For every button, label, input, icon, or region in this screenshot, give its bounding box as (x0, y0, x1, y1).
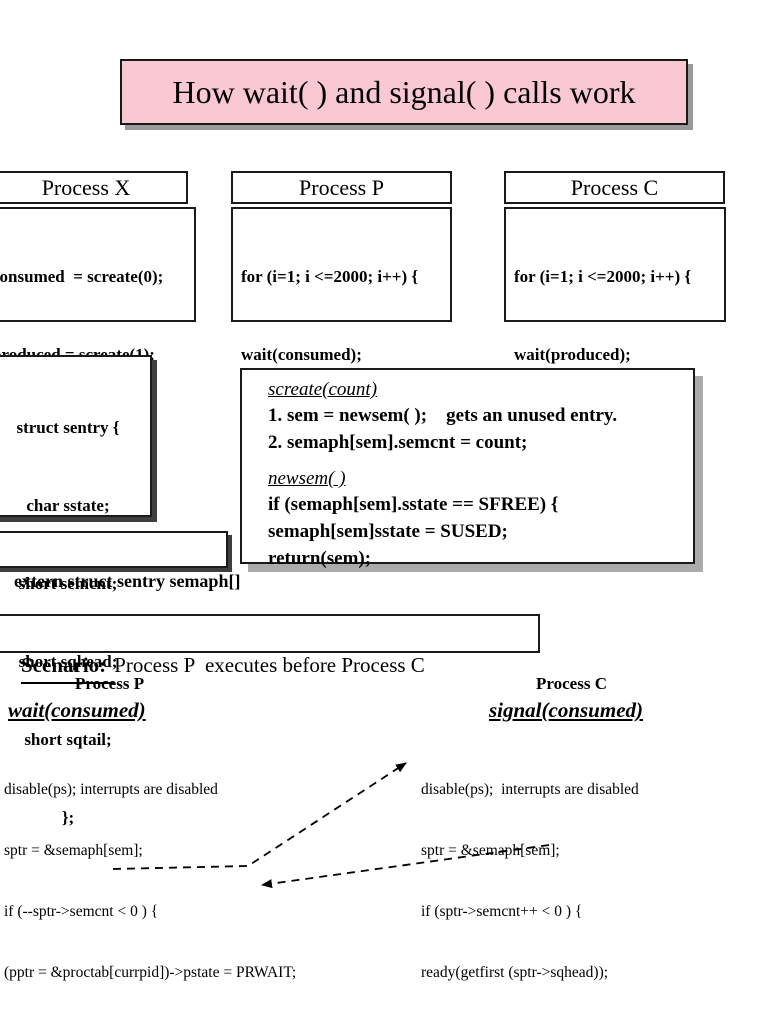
process-c-title: Process C (570, 175, 659, 200)
code-line: disable(ps); interrupts are disabled (4, 780, 218, 798)
scenario-label: Scenario: (21, 649, 115, 684)
code-line: wait(consumed); (241, 345, 362, 364)
code-line: if (sptr->semcnt++ < 0 ) { (421, 903, 583, 921)
code-line: sptr = &semaph[sem]; (421, 842, 560, 860)
scenario-text: Process P executes before Process C (114, 653, 425, 677)
newsem-heading: newsem( ) (268, 468, 346, 489)
code-line: struct sentry { (16, 418, 120, 437)
code-line: wait(produced); (514, 345, 631, 364)
code-line: 1. sem = newsem( ); gets an unused entry… (268, 405, 618, 426)
struct-sentry-box: struct sentry { char sstate; short semcn… (0, 355, 152, 827)
code-line: ready(getfirst (sptr->sqhead)); (421, 964, 609, 982)
code-line: (pptr = &proctab[currpid])->pstate = PRW… (4, 964, 297, 982)
scenario-banner: Scenario:Process P executes before Proce… (0, 614, 540, 684)
process-p-title: Process P (299, 175, 384, 200)
extern-declaration: extern struct sentry semaph[] (14, 571, 241, 591)
code-line: for (i=1; i <=2000; i++) { (241, 267, 419, 286)
wait-column-process: Process P (75, 674, 145, 693)
code-line: semaph[sem]sstate = SUSED; (268, 521, 508, 542)
signal-column-call: signal(consumed) (489, 698, 644, 722)
code-line: short sqhead; (0, 649, 150, 675)
signal-code-block: disable(ps); interrupts are disabled spt… (421, 739, 639, 1024)
process-x-code-box: consumed = screate(0); produced = screat… (0, 207, 196, 520)
code-line: short semcnt; (0, 571, 150, 597)
code-line: if (--sptr->semcnt < 0 ) { (4, 903, 159, 921)
code-line: char sstate; (26, 496, 110, 515)
code-line: short sqtail; (24, 730, 112, 749)
slide-title-box: How wait( ) and signal( ) calls work (120, 59, 688, 125)
screate-heading: screate(count) (268, 379, 378, 400)
signal-column-process: Process C (536, 674, 607, 693)
code-line: return(sem); (268, 548, 372, 569)
extern-declaration-box: extern struct sentry semaph[] (0, 531, 240, 591)
spacer (268, 456, 693, 467)
process-p-code-box: for (i=1; i <=2000; i++) { wait(consumed… (231, 207, 452, 520)
wait-code-block: disable(ps); interrupts are disabled spt… (4, 739, 296, 1024)
process-x-title: Process X (41, 175, 131, 200)
code-line: sptr = &semaph[sem]; (4, 842, 143, 860)
process-c-code-box: for (i=1; i <=2000; i++) { wait(produced… (504, 207, 726, 520)
screate-newsem-box: screate(count) 1. sem = newsem( ); gets … (240, 368, 695, 569)
wait-column-call: wait(consumed) (8, 698, 146, 722)
code-line: consumed = screate(0); (0, 267, 164, 286)
code-line: if (semaph[sem].sstate == SFREE) { (268, 494, 559, 515)
code-line: }; (61, 808, 75, 827)
process-c-header: Process C (504, 171, 725, 204)
process-p-header: Process P (231, 171, 452, 204)
code-line: disable(ps); interrupts are disabled (421, 780, 639, 798)
process-x-header: Process X (0, 171, 188, 204)
code-line: 2. semaph[sem].semcnt = count; (268, 432, 528, 453)
code-line: for (i=1; i <=2000; i++) { (514, 267, 692, 286)
slide-title: How wait( ) and signal( ) calls work (172, 74, 636, 110)
